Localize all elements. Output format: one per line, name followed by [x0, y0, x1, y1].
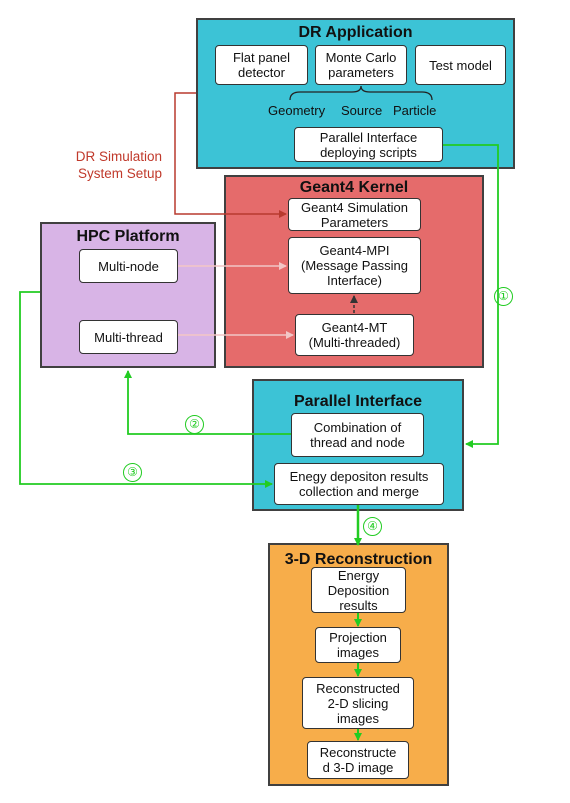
source-label: Source	[341, 103, 383, 118]
particle-label: Particle	[393, 103, 437, 118]
flat-panel-detector-box: Flat panel detector	[215, 45, 308, 85]
geant4-kernel-title: Geant4 Kernel	[299, 179, 409, 196]
projection-images-box: Projection images	[315, 627, 401, 663]
parameters-brace	[289, 85, 433, 101]
energy-deposition-box: Energy Deposition results	[311, 567, 406, 613]
combination-thread-node-box: Combination of thread and node	[291, 413, 424, 457]
geant4-mt-box: Geant4-MT (Multi-threaded)	[295, 314, 414, 356]
setup-arrow	[174, 92, 287, 218]
reconstruction-title: 3-D Reconstruction	[284, 551, 433, 568]
dr-simulation-setup-label: DR Simulation System Setup	[75, 149, 162, 181]
step-1-arrow	[443, 144, 499, 448]
multi-node-box: Multi-node	[79, 249, 178, 283]
parallel-interface-scripts-box: Parallel Interface deploying scripts	[294, 127, 443, 162]
parallel-interface-title: Parallel Interface	[293, 393, 423, 410]
step-2-marker: ②	[185, 415, 204, 434]
slicing-images-box: Reconstructed 2-D slicing images	[302, 677, 414, 729]
collection-merge-box: Enegy depositon results collection and m…	[274, 463, 444, 505]
reconstructed-3d-image-box: Reconstructe d 3-D image	[307, 741, 409, 779]
test-model-box: Test model	[415, 45, 506, 85]
geant4-mpi-box: Geant4-MPI (Message Passing Interface)	[288, 237, 421, 294]
dr-application-title: DR Application	[298, 24, 413, 41]
multi-thread-box: Multi-thread	[79, 320, 178, 354]
geant4-simulation-parameters-box: Geant4 Simulation Parameters	[288, 198, 421, 231]
step-1-marker: ①	[494, 287, 513, 306]
hpc-platform-title: HPC Platform	[76, 228, 180, 245]
geometry-label: Geometry	[268, 103, 326, 118]
step-4-marker: ④	[363, 517, 382, 536]
monte-carlo-parameters-box: Monte Carlo parameters	[315, 45, 407, 85]
step-3-arrow	[19, 291, 273, 488]
step-2-arrow	[124, 370, 291, 435]
step-3-marker: ③	[123, 463, 142, 482]
